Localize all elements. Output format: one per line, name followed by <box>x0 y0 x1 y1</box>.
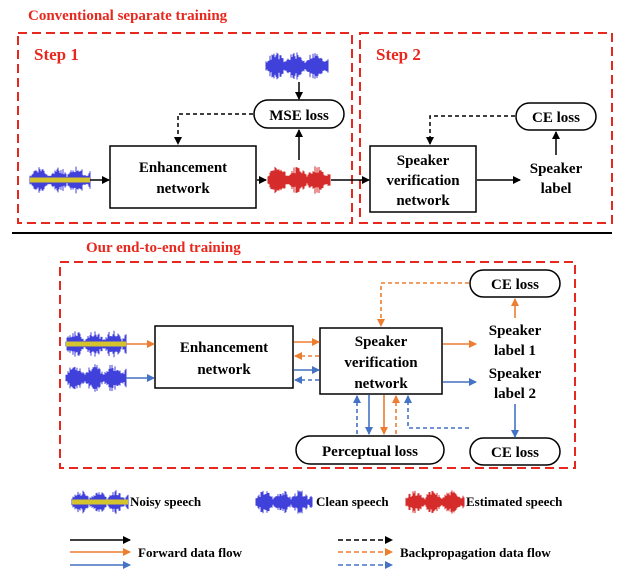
spk-net-label-2: verification <box>386 173 460 189</box>
backprop-mse-to-enh <box>174 113 253 145</box>
legend-estimated-label: Estimated speech <box>466 494 563 509</box>
speaker-label-line-2: label <box>541 181 572 197</box>
waveform-trace <box>255 490 313 514</box>
step2-label: Step 2 <box>376 45 421 64</box>
step1-frame <box>17 32 353 224</box>
enhancement-network-label-2: network <box>156 181 210 197</box>
speaker-label-2-line-2: label 2 <box>494 386 536 402</box>
waveform-trace <box>267 166 331 194</box>
ce-loss-top-label: CE loss <box>491 277 539 293</box>
ce-loss-top-box <box>469 269 561 298</box>
waveform-trace <box>65 364 127 392</box>
bottom-heading: Our end-to-end training <box>86 240 241 256</box>
e2e-enh-label-1: Enhancement <box>180 340 268 356</box>
legend-noisy-icon <box>71 490 129 514</box>
end-to-end-frame <box>59 261 576 469</box>
spk-net-label-3: network <box>396 193 450 209</box>
ce-loss-box <box>515 102 597 131</box>
speaker-label-line-1: Speaker <box>530 161 583 177</box>
e2e-enh-label-2: network <box>197 362 251 378</box>
e2e-speaker-verification-network-box <box>319 327 443 395</box>
speaker-verification-network-box <box>369 145 477 213</box>
speaker-label-1-line-2: label 1 <box>494 343 536 359</box>
clean-speech-waveform-input <box>65 364 127 392</box>
estimated-speech-waveform <box>267 166 331 194</box>
speaker-label-2-line-1: Speaker <box>489 366 542 382</box>
spk-net-label-1: Speaker <box>397 153 450 169</box>
back-ce-top-to-spk <box>377 282 469 327</box>
speaker-label-1-line-1: Speaker <box>489 323 542 339</box>
step1-label: Step 1 <box>34 45 79 64</box>
enhancement-network-label-1: Enhancement <box>139 160 227 176</box>
perceptual-loss-box <box>295 435 445 465</box>
legend-backprop-label: Backpropagation data flow <box>400 545 551 560</box>
e2e-enhancement-network-box <box>154 325 294 389</box>
ce-loss-bottom-box <box>469 437 561 466</box>
legend-clean-label: Clean speech <box>316 494 389 509</box>
top-heading: Conventional separate training <box>28 8 228 24</box>
legend-estimated-icon <box>405 490 465 514</box>
back-ce-bottom-to-spk <box>404 395 469 429</box>
e2e-spk-label-2: verification <box>344 355 418 371</box>
legend-noisy-label: Noisy speech <box>130 494 202 509</box>
noisy-speech-waveform <box>29 166 91 194</box>
mse-loss-box <box>253 99 345 129</box>
enhancement-network-box <box>109 145 257 209</box>
ce-loss-label: CE loss <box>532 110 580 126</box>
e2e-spk-label-1: Speaker <box>355 334 408 350</box>
noise-band <box>66 341 126 347</box>
clean-speech-waveform <box>265 52 329 80</box>
legend-forward-label: Forward data flow <box>138 545 243 560</box>
mse-loss-label: MSE loss <box>269 108 329 124</box>
legend-clean-icon <box>255 490 313 514</box>
perceptual-loss-label: Perceptual loss <box>322 444 418 460</box>
backprop-ce-to-spk <box>426 115 515 145</box>
noise-band <box>72 499 128 505</box>
noisy-speech-waveform-input <box>65 330 127 358</box>
waveform-trace <box>405 490 465 514</box>
waveform-trace <box>265 52 329 80</box>
step2-frame <box>359 32 613 224</box>
noise-band <box>30 177 90 183</box>
e2e-spk-label-3: network <box>354 376 408 392</box>
ce-loss-bottom-label: CE loss <box>491 445 539 461</box>
